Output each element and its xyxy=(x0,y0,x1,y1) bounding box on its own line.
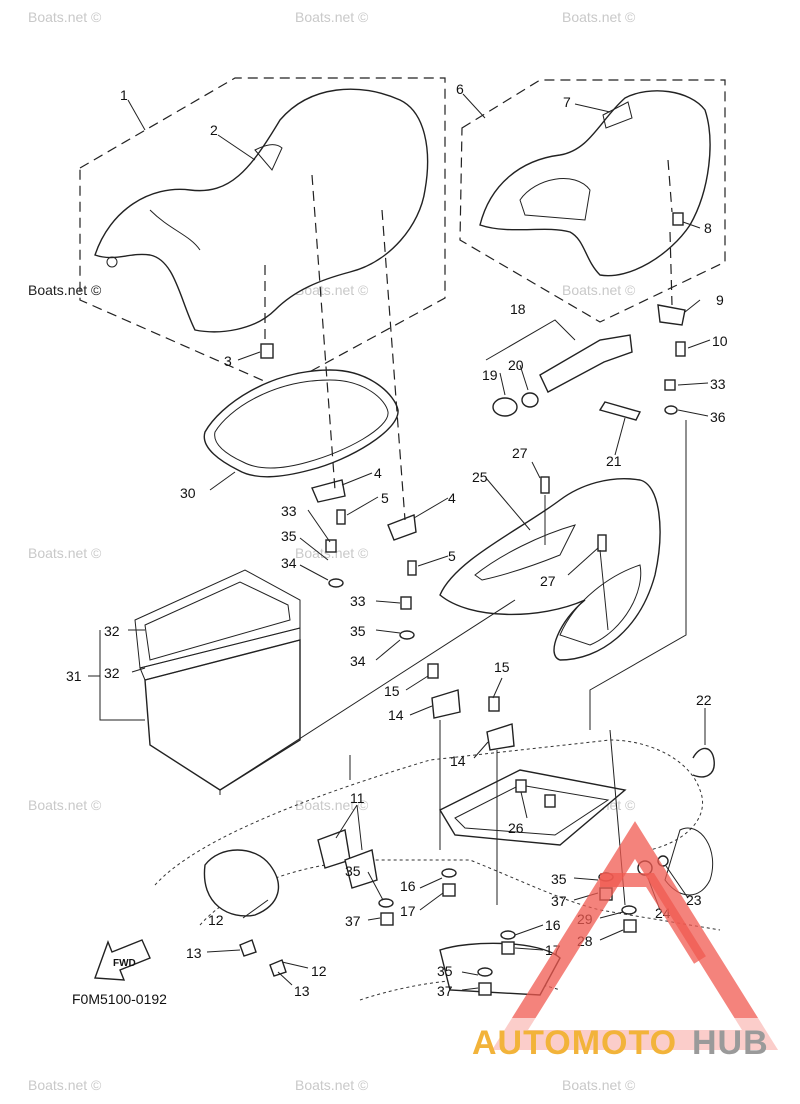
callout-33: 33 xyxy=(281,503,297,519)
callout-35: 35 xyxy=(281,528,297,544)
watermark: Boats.net © xyxy=(295,9,369,25)
callout-37: 37 xyxy=(437,983,453,999)
front-seat xyxy=(79,77,446,389)
callout-34: 34 xyxy=(350,653,366,669)
callout-6: 6 xyxy=(456,81,464,97)
callout-22: 22 xyxy=(696,692,712,708)
callout-17: 17 xyxy=(400,903,416,919)
fwd-label: FWD xyxy=(113,958,136,969)
callout-37: 37 xyxy=(551,893,567,909)
callout-33: 33 xyxy=(710,376,726,392)
callout-5: 5 xyxy=(381,490,389,506)
rear-seat xyxy=(459,79,726,323)
callout-26: 26 xyxy=(508,820,524,836)
automotohub-logo: AUTOMOTO HUB xyxy=(470,821,800,1062)
watermark: Boats.net © xyxy=(28,545,102,561)
callout-37: 37 xyxy=(345,913,361,929)
callout-12: 12 xyxy=(311,963,327,979)
callout-35: 35 xyxy=(345,863,361,879)
watermark: Boats.net © xyxy=(28,282,102,298)
callout-3: 3 xyxy=(224,353,232,369)
battery-box xyxy=(439,478,661,661)
callout-11: 11 xyxy=(350,790,365,806)
watermark: Boats.net © xyxy=(562,282,636,298)
callout-8: 8 xyxy=(704,220,712,236)
callout-32: 32 xyxy=(104,665,120,681)
callout-12: 12 xyxy=(208,912,224,928)
callout-18: 18 xyxy=(510,301,526,317)
watermark: Boats.net © xyxy=(28,9,102,25)
callout-35: 35 xyxy=(551,871,567,887)
leader-lines xyxy=(88,93,711,991)
callout-14: 14 xyxy=(388,707,404,723)
callout-7: 7 xyxy=(563,94,571,110)
watermark: Boats.net © xyxy=(28,1077,102,1093)
callout-34: 34 xyxy=(281,555,297,571)
brand-hub: HUB xyxy=(692,1024,769,1062)
watermark: Boats.net © xyxy=(295,797,369,813)
callout-15: 15 xyxy=(384,683,400,699)
fwd-arrow-icon: FWD xyxy=(94,939,151,981)
callout-5: 5 xyxy=(448,548,456,564)
callout-35: 35 xyxy=(437,963,453,979)
callout-14: 14 xyxy=(450,753,466,769)
watermark: Boats.net © xyxy=(295,1077,369,1093)
watermark: Boats.net © xyxy=(562,9,636,25)
watermark: Boats.net © xyxy=(295,282,369,298)
callout-30: 30 xyxy=(180,485,196,501)
callout-10: 10 xyxy=(712,333,728,349)
hull xyxy=(154,739,721,1001)
callout-33: 33 xyxy=(350,593,366,609)
callout-1: 1 xyxy=(120,87,128,103)
callout-31: 31 xyxy=(66,668,82,684)
seat-seal xyxy=(203,369,399,478)
vent-hose xyxy=(539,334,633,393)
callout-9: 9 xyxy=(716,292,724,308)
callout-15: 15 xyxy=(494,659,510,675)
fasteners xyxy=(239,212,686,996)
storage-box xyxy=(134,569,301,791)
callout-23: 23 xyxy=(686,892,702,908)
callout-27: 27 xyxy=(512,445,528,461)
callout-16: 16 xyxy=(400,878,416,894)
callout-19: 19 xyxy=(482,367,498,383)
drawing-code: F0M5100-0192 xyxy=(72,991,167,1007)
callout-25: 25 xyxy=(472,469,488,485)
callout-2: 2 xyxy=(210,122,218,138)
callout-20: 20 xyxy=(508,357,524,373)
callout-4: 4 xyxy=(374,465,382,481)
watermark: Boats.net © xyxy=(28,797,102,813)
assembly-guides xyxy=(219,159,687,906)
callout-32: 32 xyxy=(104,623,120,639)
callout-13: 13 xyxy=(186,945,202,961)
callout-16: 16 xyxy=(545,917,561,933)
callout-13: 13 xyxy=(294,983,310,999)
callout-36: 36 xyxy=(710,409,726,425)
brand-automoto: AUTOMOTO xyxy=(472,1024,677,1062)
watermark: Boats.net © xyxy=(562,1077,636,1093)
callout-27: 27 xyxy=(540,573,556,589)
callout-35: 35 xyxy=(350,623,366,639)
callout-21: 21 xyxy=(606,453,622,469)
callout-4: 4 xyxy=(448,490,456,506)
